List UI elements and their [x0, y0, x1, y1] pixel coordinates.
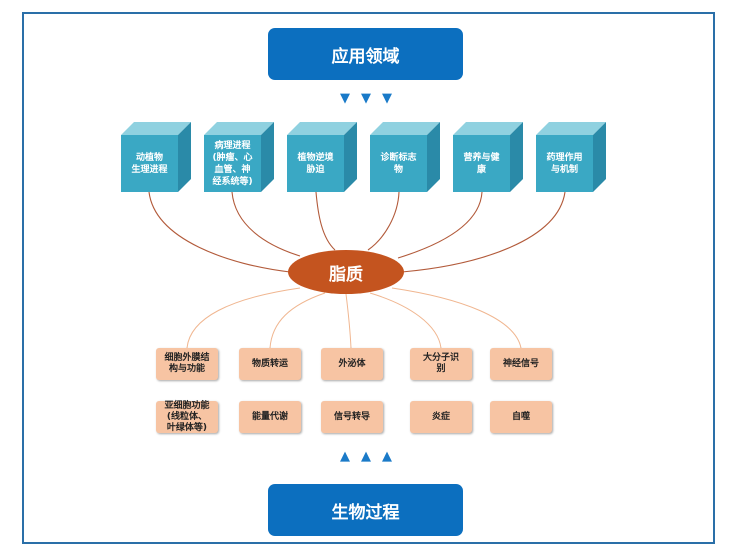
down-arrow-icon: ▼ [361, 91, 371, 106]
application-label: 病理进程 (肿瘤、心 血管、神 经系统等) [204, 135, 261, 192]
application-cube: 病理进程 (肿瘤、心 血管、神 经系统等) [204, 122, 274, 192]
application-label: 营养与健 康 [453, 135, 510, 192]
link-proc-4 [369, 292, 442, 349]
link-app-3 [315, 191, 336, 251]
process-box: 信号转导 [321, 401, 383, 433]
application-label: 诊断标志 物 [370, 135, 427, 192]
link-app-2 [231, 191, 301, 257]
link-app-1 [148, 191, 291, 273]
up-arrow-icon: ▲ [361, 449, 371, 464]
process-box: 亚细胞功能 (线粒体、 叶绿体等) [156, 401, 218, 433]
application-label: 动植物 生理进程 [121, 135, 178, 192]
bottom-banner: 生物过程 [268, 484, 463, 536]
up-arrow-icon: ▲ [382, 449, 392, 464]
process-box: 能量代谢 [239, 401, 301, 433]
diagram-frame [22, 12, 715, 544]
link-app-6 [401, 191, 566, 273]
up-arrows: ▲ ▲ ▲ [340, 450, 392, 464]
down-arrow-icon: ▼ [340, 91, 350, 106]
link-proc-1 [186, 287, 301, 349]
process-box: 炎症 [410, 401, 472, 433]
process-box: 神经信号 [490, 348, 552, 380]
process-box: 自噬 [490, 401, 552, 433]
link-app-5 [397, 191, 483, 259]
link-proc-2 [269, 292, 326, 349]
process-box: 外泌体 [321, 348, 383, 380]
link-app-4 [367, 191, 400, 251]
down-arrows: ▼ ▼ ▼ [340, 92, 392, 106]
application-cube: 营养与健 康 [453, 122, 523, 192]
application-label: 植物逆境 胁迫 [287, 135, 344, 192]
top-banner: 应用领域 [268, 28, 463, 80]
link-proc-3 [345, 293, 352, 349]
down-arrow-icon: ▼ [382, 91, 392, 106]
up-arrow-icon: ▲ [340, 449, 350, 464]
application-label: 药理作用 与机制 [536, 135, 593, 192]
link-proc-5 [391, 287, 522, 349]
application-cube: 诊断标志 物 [370, 122, 440, 192]
process-box: 物质转运 [239, 348, 301, 380]
center-node: 脂质 [288, 250, 404, 294]
process-box: 细胞外膜结 构与功能 [156, 348, 218, 380]
application-cube: 植物逆境 胁迫 [287, 122, 357, 192]
application-cube: 药理作用 与机制 [536, 122, 606, 192]
process-box: 大分子识 别 [410, 348, 472, 380]
application-cube: 动植物 生理进程 [121, 122, 191, 192]
